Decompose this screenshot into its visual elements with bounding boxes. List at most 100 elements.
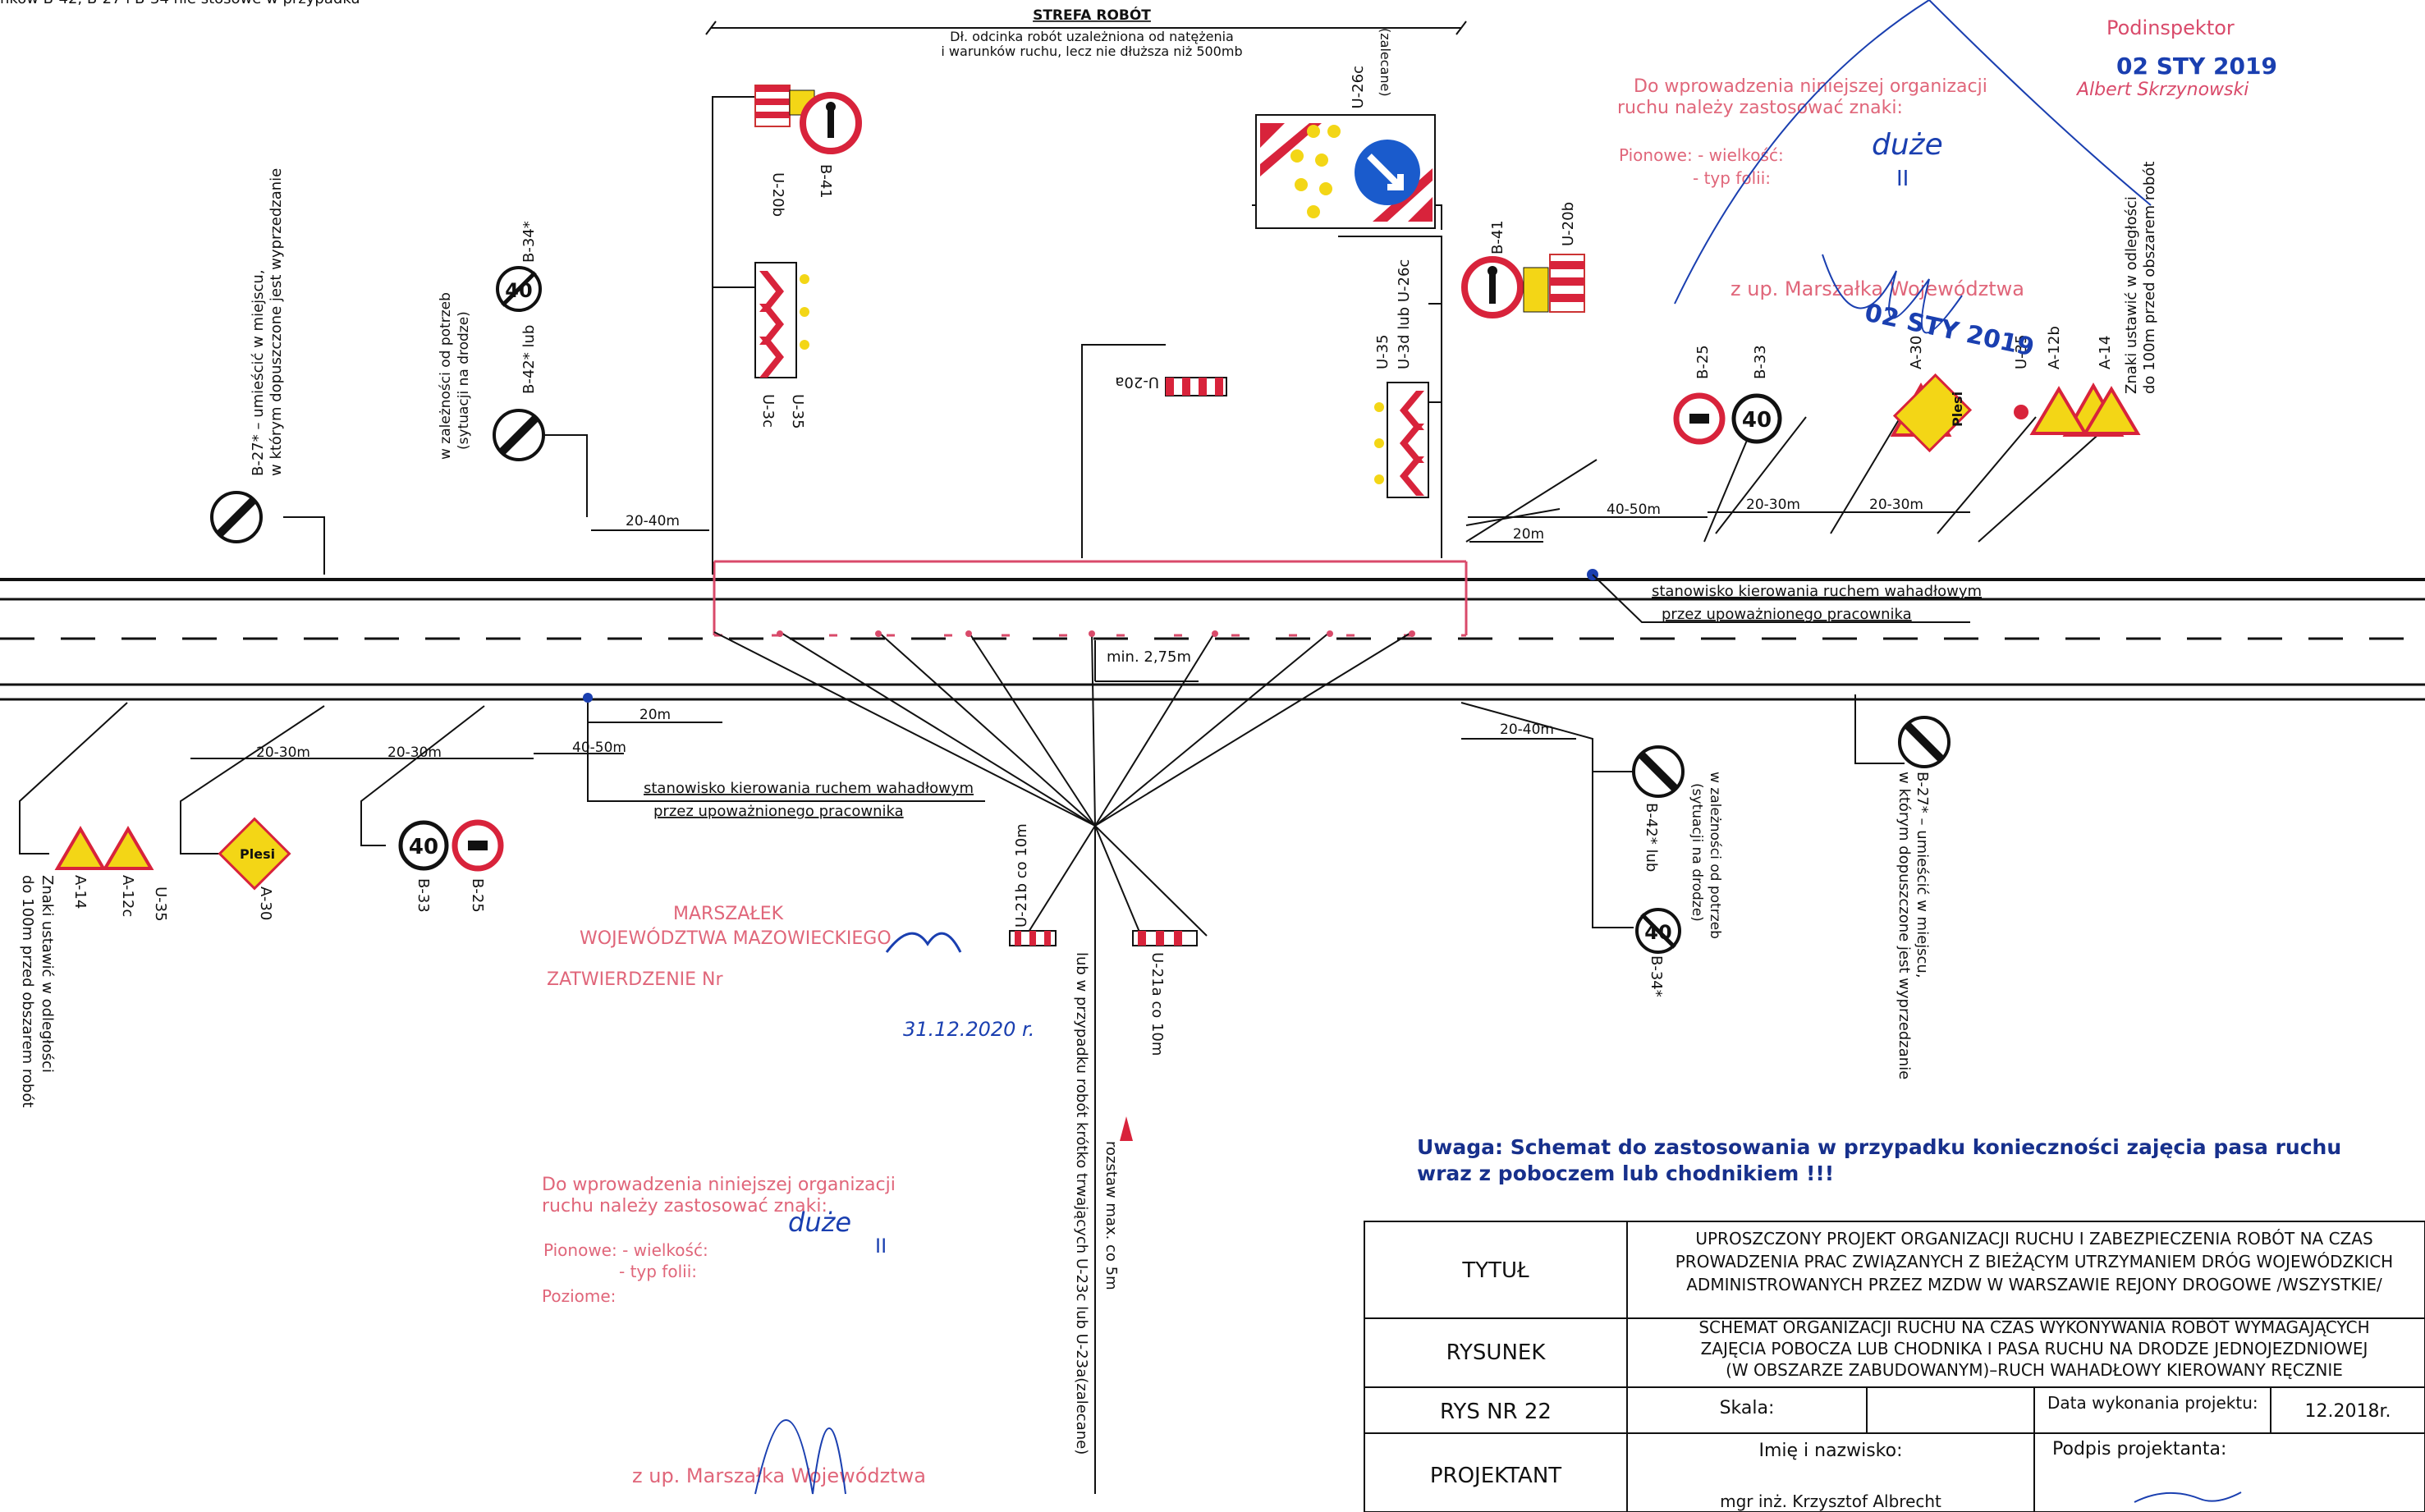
b42-need-1-upper: w zależności od potrzeb: [438, 292, 454, 460]
stanowisko-leader-upper: [1592, 574, 1970, 623]
cone-fan-lines: [713, 631, 1413, 1494]
b42-need-1-lower: w zależności od potrzeb: [1707, 772, 1723, 939]
tytul-3: ADMINISTROWANYCH PRZEZ MZDW W WARSZAWIE …: [1686, 1275, 2382, 1294]
b33-label-upper: B-33: [1752, 345, 1769, 379]
u3c-chevron-sign: [754, 262, 809, 378]
duze-lower: duże: [788, 1207, 851, 1238]
a14-label-lower: A-14: [71, 875, 89, 909]
projektant-name: mgr inż. Krzysztof Albrecht: [1720, 1491, 1941, 1511]
projektant-signature: [2134, 1491, 2242, 1503]
dim-upper-40-50: 40-50m: [1607, 502, 1661, 518]
marszalek-1: MARSZAŁEK: [673, 904, 784, 924]
marszalek-2: WOJEWÓDZTWA MAZOWIECKIEGO: [580, 928, 892, 949]
u26c-arrow-board: [1255, 114, 1436, 229]
u26c-label: U-26c: [1350, 66, 1367, 108]
u35-label-upper-right: U-35: [1374, 334, 1391, 369]
limit-40-lower: 40: [409, 835, 438, 859]
znaki-2-upper: do 100m przed obszarem robót: [2141, 162, 2158, 394]
b42-need-2-upper: (sytuacji na drodze): [456, 311, 472, 450]
strefa-line2: i warunków ruchu, lecz nie dłuższa niż 5…: [941, 44, 1242, 59]
projektant-label: PROJEKTANT: [1430, 1464, 1561, 1488]
skala-label: Skala:: [1720, 1398, 1775, 1418]
u3c-label: U-3c: [759, 394, 777, 428]
u20b-label-right: U-20b: [1560, 202, 1577, 246]
u20b-sign-upper: [754, 85, 862, 154]
znaki-1-upper: Znaki ustawić w odległości: [2123, 196, 2140, 394]
dowprow-2-upper: ruchu należy zastosować znaki:: [1617, 98, 1903, 118]
dowprow-2-lower: ruchu należy zastosować znaki:: [542, 1196, 827, 1216]
dim-lower-20-30a: 20-30m: [256, 745, 310, 761]
tytul-1: UPROSZCZONY PROJEKT ORGANIZACJI RUCHU I …: [1695, 1229, 2372, 1249]
u35-label-upper-far: U-35: [2013, 334, 2030, 369]
u21-barriers-lower: [1009, 930, 1198, 1141]
lub-label: lub w przypadku robót krótko trwających …: [1073, 952, 1090, 1455]
zup-lower: z up. Marszałka Województwa: [632, 1464, 926, 1487]
dim-upper-20-30b: 20-30m: [1869, 497, 1923, 513]
strefa-title: STREFA ROBÓT: [1033, 6, 1151, 24]
dim-lower-20-30b: 20-30m: [387, 745, 442, 761]
stanowisko-1-upper: stanowisko kierowania ruchem wahadłowym: [1652, 583, 1982, 600]
poziome-lower: Poziome:: [542, 1286, 616, 1306]
data-value: 12.2018r.: [2305, 1401, 2391, 1422]
cones-row: [777, 630, 1415, 637]
u20b-label-upper: U-20b: [769, 172, 786, 217]
b25-label-upper: B-25: [1694, 345, 1712, 379]
typ-upper: - typ folii:: [1693, 168, 1771, 188]
min-width-label: min. 2,75m: [1107, 648, 1191, 666]
dowprow-1-upper: Do wprowadzenia niniejszej organizacji: [1634, 76, 1987, 97]
b34-label-lower: B-34*: [1648, 955, 1665, 997]
b42-label-lower: B-42* lub: [1643, 803, 1660, 872]
plesi-lower: Plesi: [240, 846, 275, 862]
tytul-label: TYTUŁ: [1461, 1258, 1529, 1283]
b41-label-upper: B-41: [817, 164, 834, 199]
uwaga-line2: wraz z poboczem lub chodnikiem !!!: [1417, 1161, 1834, 1185]
tytul-2: PROWADZENIA PRAC ZWIĄZANYCH Z BIEŻĄCYM U…: [1675, 1252, 2393, 1271]
podpis-label: Podpis projektanta:: [2052, 1439, 2226, 1459]
znaki-2-lower: do 100m przed obszarem robót: [19, 875, 36, 1107]
b27-label-lower: B-27* – umieścić w miejscu,: [1914, 772, 1931, 978]
dim-upper-20m: 20m: [1513, 526, 1544, 543]
ii-upper: II: [1896, 167, 1909, 191]
a12c-label-lower: A-12c: [119, 875, 136, 917]
stanowisko-marker-lower: [583, 693, 593, 703]
u26c-zalecane: (zalecane): [1378, 28, 1393, 97]
a12b-label-upper: A-12b: [2046, 326, 2063, 369]
rysunek-2: ZAJĘCIA POBOCZA LUB CHODNIKA I PASA RUCH…: [1701, 1339, 2368, 1359]
plesi-upper: Plesi: [1950, 392, 1965, 427]
upper-leader-lines: [283, 96, 2119, 575]
u3d-label: U-3d lub U-26c: [1396, 259, 1413, 369]
a30-label-upper: A-30: [1908, 336, 1925, 369]
data-label: Data wykonania projektu:: [2047, 1393, 2258, 1413]
rysunek-3: (W OBSZARZE ZABUDOWANYM)–RUCH WAHADŁOWY …: [1726, 1360, 2343, 1380]
b42-b34-signs-upper: 40: [210, 266, 545, 543]
dim-upper-20-30a: 20-30m: [1746, 497, 1800, 513]
u20a-label: U-20a: [1115, 373, 1159, 391]
b25-label-lower: B-25: [469, 878, 486, 913]
upper-right-signs: 40 Plesi: [1673, 373, 2141, 453]
lower-left-signs: Plesi 40: [54, 817, 504, 891]
u35-label-lower: U-35: [152, 887, 169, 922]
znaki-1-lower: Znaki ustawić w odległości: [39, 875, 56, 1073]
dowprow-1-lower: Do wprowadzenia niniejszej organizacji: [542, 1175, 896, 1195]
b42-need-2-lower: (sytuacji na drodze): [1689, 783, 1705, 922]
upper-dimensions: [591, 511, 1970, 543]
dim-lower-20-40: 20-40m: [1500, 722, 1554, 738]
date-stamp-3: 31.12.2020 r.: [903, 1018, 1034, 1041]
road: [0, 578, 2425, 701]
strefa-line1: Dł. odcinka robót uzależniona od natężen…: [950, 29, 1234, 44]
u21b-label: U-21b co 10m: [1013, 823, 1030, 928]
uwaga-line1: Uwaga: Schemat do zastosowania w przypad…: [1417, 1135, 2341, 1159]
b41-label-right: B-41: [1489, 220, 1506, 254]
pionowe-lower: Pionowe: - wielkość:: [543, 1240, 708, 1260]
dim-lower-40-50: 40-50m: [572, 740, 626, 756]
duze-upper: duże: [1872, 128, 1943, 162]
imie-label: Imię i nazwisko:: [1758, 1441, 1902, 1461]
lower-left-leaders: [19, 702, 985, 855]
stamp-upper-right: Podinspektor 02 STY 2019 Albert Skrzynow…: [1617, 0, 2277, 362]
title-block: [1364, 1221, 2425, 1512]
podinspektor: Podinspektor: [2106, 16, 2235, 39]
rys-nr: RYS NR 22: [1440, 1400, 1552, 1424]
pionowe-upper: Pionowe: - wielkość:: [1619, 145, 1784, 165]
stamp-lower-left: MARSZAŁEK WOJEWÓDZTWA MAZOWIECKIEGO ZATW…: [542, 904, 1034, 1495]
stanowisko-1-lower: stanowisko kierowania ruchem wahadłowym: [644, 780, 974, 797]
